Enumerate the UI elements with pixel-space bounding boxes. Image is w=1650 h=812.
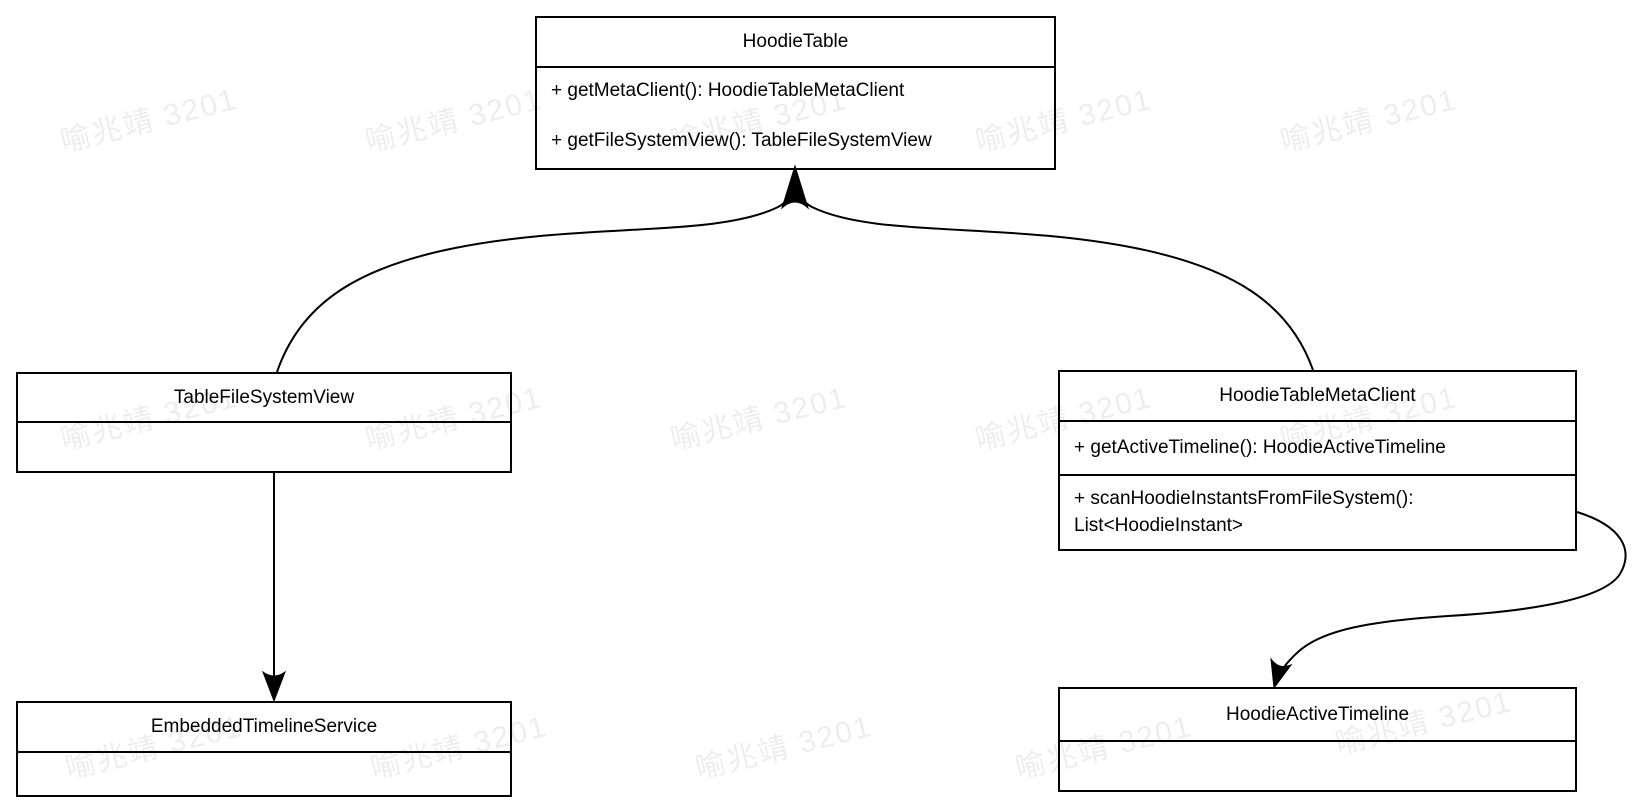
class-title-hoodie-table-meta-client: HoodieTableMetaClient [1060,372,1575,422]
watermark-text: 喻兆靖 3201 [667,380,851,457]
watermark-text: 喻兆靖 3201 [692,709,876,786]
edge-hoodietablemetaclient-to-hoodietable [794,177,1314,371]
empty-compartment [1060,742,1575,790]
watermark-text: 喻兆靖 3201 [362,82,546,159]
class-box-hoodie-table: HoodieTable + getMetaClient(): HoodieTab… [535,16,1056,170]
arrowhead-into-hoodietable [780,164,810,210]
method-get-meta-client: + getMetaClient(): HoodieTableMetaClient [551,80,905,101]
arrowhead-into-embeddedtimelineservice [261,670,287,703]
watermark-text: 喻兆靖 3201 [1277,82,1461,159]
class-title-hoodie-active-timeline: HoodieActiveTimeline [1060,689,1575,742]
class-title-hoodie-table: HoodieTable [537,18,1054,68]
class-box-hoodie-table-meta-client: HoodieTableMetaClient + getActiveTimelin… [1058,370,1577,551]
class-title-table-file-system-view: TableFileSystemView [18,374,510,423]
class-methods-hoodie-table: + getMetaClient(): HoodieTableMetaClient… [537,68,1054,164]
class-box-hoodie-active-timeline: HoodieActiveTimeline [1058,687,1577,792]
empty-compartment [18,753,510,795]
arrowhead-into-hoodieactivetimeline [1270,657,1293,690]
empty-compartment [18,423,510,471]
class-box-table-file-system-view: TableFileSystemView [16,372,512,473]
class-title-embedded-timeline-service: EmbeddedTimelineService [18,703,510,753]
method-scan-hoodie-instants: + scanHoodieInstantsFromFileSystem(): Li… [1074,488,1414,536]
method-get-file-system-view: + getFileSystemView(): TableFileSystemVi… [551,130,932,151]
method-get-active-timeline: + getActiveTimeline(): HoodieActiveTimel… [1060,422,1575,476]
watermark-text: 喻兆靖 3201 [57,82,241,159]
class-box-embedded-timeline-service: EmbeddedTimelineService [16,701,512,797]
edge-tablefilesystemview-to-hoodietable [276,177,796,373]
